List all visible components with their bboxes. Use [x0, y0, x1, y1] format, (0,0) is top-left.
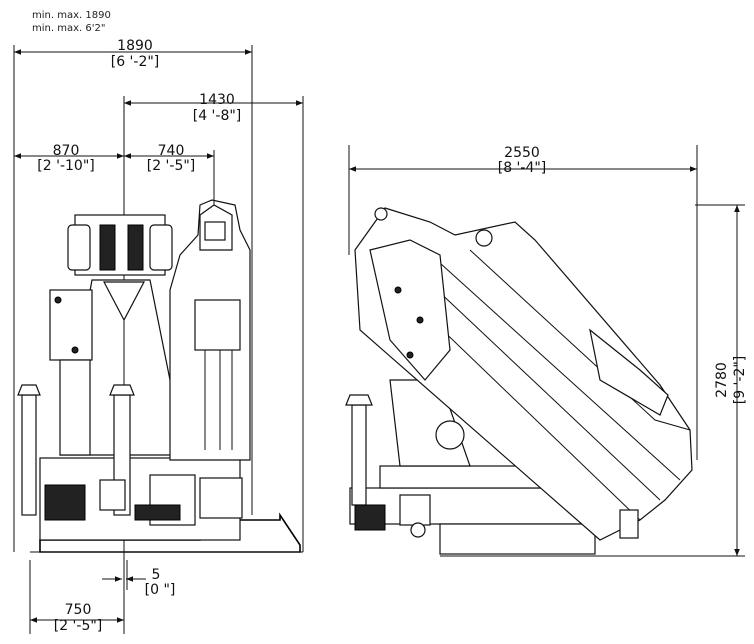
- side-stabilizer: [351, 404, 367, 506]
- front-tank-bolt-2: [71, 346, 79, 354]
- side-slew-gear: [435, 420, 465, 450]
- dim-1890-mm: 1890: [117, 38, 153, 54]
- front-hydraulic-block: [44, 484, 86, 521]
- dim-2780-imperial: [9 '-2"]: [732, 356, 748, 405]
- side-boom-cylinder: [589, 328, 669, 416]
- note-line-2: min. max. 6'2": [32, 23, 105, 34]
- front-tank-lower: [59, 359, 91, 456]
- dim-5-mm: 5: [152, 567, 161, 583]
- side-knuckle-bolt-2: [416, 316, 424, 324]
- dim-2550-mm: 2550: [504, 145, 540, 161]
- side-wheel: [410, 522, 426, 538]
- side-boom-tip-block: [619, 509, 639, 539]
- front-stabilizer-left: [21, 394, 37, 516]
- side-knuckle-bolt-1: [394, 286, 402, 294]
- dim-2780-mm: 2780: [714, 362, 730, 398]
- front-pump: [134, 504, 181, 521]
- side-view-dimensions: 2550 [8 '-4"] 2780 [9 '-2"]: [348, 145, 748, 557]
- front-boom-pin-left: [99, 224, 116, 271]
- crane-front-view: [17, 160, 303, 553]
- front-lever-box: [99, 479, 126, 511]
- dim-5-imperial: [0 "]: [145, 582, 176, 598]
- dim-1430-imperial: [4 '-8"]: [193, 108, 242, 124]
- dim-740-mm: 740: [158, 143, 185, 159]
- side-boom-line-3: [419, 244, 681, 481]
- front-boom-pin-right: [127, 224, 144, 271]
- front-boom-ear-left: [67, 224, 91, 271]
- dim-1430-mm: 1430: [199, 92, 235, 108]
- front-stabilizer-right-foot: [109, 384, 135, 396]
- dim-740-imperial: [2 '-5"]: [147, 158, 196, 174]
- side-stabilizer-foot: [345, 394, 373, 406]
- dim-750-mm: 750: [65, 602, 92, 618]
- crane-side-view: [345, 207, 693, 557]
- side-knuckle-bolt-3: [406, 351, 414, 359]
- front-boom-tip-window: [204, 221, 226, 241]
- front-side-block: [199, 477, 243, 519]
- side-lever-box: [399, 494, 431, 526]
- front-view-dimensions: 1890 [6 '-2"] 1430 [4 '-8"] 870 [2 '-10"…: [13, 38, 304, 634]
- front-valve-block: [194, 299, 241, 351]
- note-line-1: min. max. 1890: [32, 10, 111, 21]
- side-knuckle: [369, 239, 451, 381]
- dim-870-mm: 870: [53, 143, 80, 159]
- side-control-valve: [354, 504, 386, 531]
- side-boom-line-4: [469, 249, 691, 431]
- side-boom-pin-left: [374, 207, 388, 221]
- front-boom-ear-right: [149, 224, 173, 271]
- front-column-funnel: [103, 281, 145, 322]
- side-boom-pin-top: [475, 229, 493, 247]
- front-tank-bolt-1: [54, 296, 62, 304]
- dim-2550-imperial: [8 '-4"]: [498, 160, 547, 176]
- front-stabilizer-left-foot: [17, 384, 41, 396]
- dim-1890-imperial: [6 '-2"]: [111, 54, 160, 70]
- dim-870-imperial: [2 '-10"]: [37, 158, 94, 174]
- dim-750-imperial: [2 '-5"]: [54, 618, 103, 634]
- side-counter-box: [439, 523, 596, 555]
